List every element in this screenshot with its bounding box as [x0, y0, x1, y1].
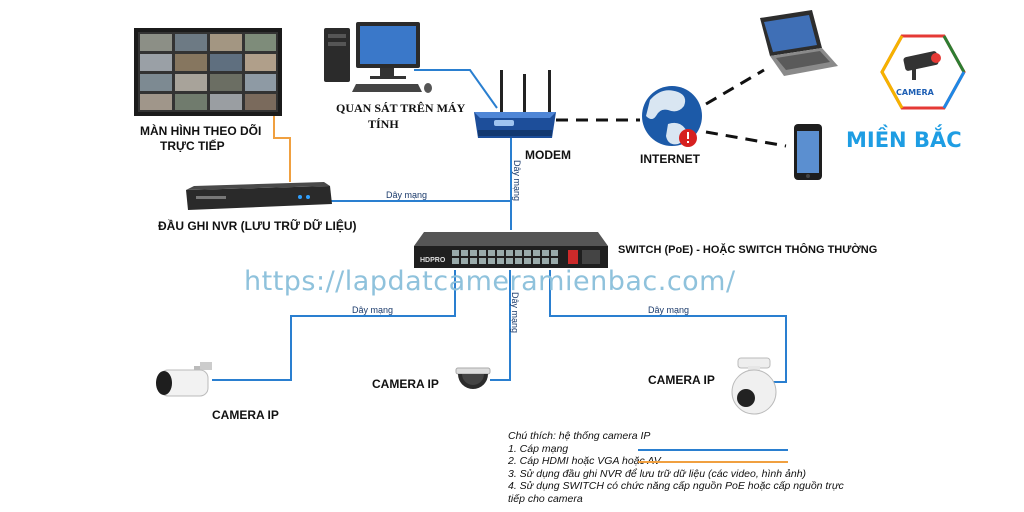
legend-item-network-cable: 1. Cáp mạng — [508, 443, 908, 456]
cable-label-modem-switch: Dây mạng — [512, 160, 522, 202]
network-cable-switch-right-camera — [549, 270, 787, 383]
hdmi-cable-monitor-nvr — [273, 112, 291, 182]
cable-label-switch-right: Dây mạng — [648, 305, 690, 315]
brand-name: MIỀN BẮC — [846, 128, 962, 152]
network-cable-switch-left-camera — [212, 270, 456, 381]
wireless-router — [474, 70, 556, 138]
laptop — [760, 10, 838, 76]
wireless-internet-phone — [705, 130, 787, 148]
camera-mien-bac-logo — [880, 34, 966, 110]
switch-ports — [452, 250, 558, 264]
switch-label: SWITCH (PoE) - HOẶC SWITCH THÔNG THƯỜNG — [618, 244, 878, 256]
internet-globe — [642, 86, 702, 147]
dome-camera — [455, 367, 491, 389]
pc-label-line1: QUAN SÁT TRÊN MÁY — [336, 101, 466, 115]
smartphone — [794, 124, 822, 180]
legend-item-2-text: 2. Cáp HDMI hoặc VGA hoặc AV — [508, 455, 661, 468]
legend-item-4-continued: tiếp cho camera — [508, 492, 583, 505]
website-watermark: https://lapdatcameramienbac.com/ — [244, 266, 736, 297]
monitor-label-line1: MÀN HÌNH THEO DÕI — [140, 124, 262, 138]
network-cable-switch-center-camera — [490, 270, 511, 381]
legend-item-1-text: 1. Cáp mạng — [508, 442, 569, 455]
switch-brand-text: HDPRO — [420, 257, 446, 264]
legend-title: Chú thích: hệ thống camera IP — [508, 430, 651, 442]
camera-center-label: CAMERA IP — [372, 377, 439, 391]
camera-feed-grid — [140, 34, 276, 110]
internet-label: INTERNET — [640, 152, 700, 166]
cable-label-switch-left: Dây mạng — [352, 305, 394, 315]
legend-line-blue — [638, 448, 788, 451]
modem-label: MODEM — [525, 148, 571, 162]
wireless-internet-laptop — [705, 68, 765, 106]
camera-left-label: CAMERA IP — [212, 408, 279, 422]
logo-icon-text: CAMERA — [896, 88, 934, 97]
desktop-computer — [324, 22, 432, 93]
poe-switch: HDPRO — [414, 232, 608, 268]
monitor-label-line2: TRỰC TIẾP — [160, 139, 225, 153]
legend-line-orange — [638, 461, 788, 464]
camera-right-label: CAMERA IP — [648, 373, 715, 387]
legend-item-4: 4. Sử dụng SWITCH có chức năng cấp nguồn… — [508, 480, 844, 493]
ptz-camera — [731, 357, 777, 415]
legend-item-hdmi-cable: 2. Cáp HDMI hoặc VGA hoặc AV — [508, 455, 908, 468]
nvr-recorder — [186, 182, 332, 210]
nvr-label: ĐẦU GHI NVR (LƯU TRỮ DỮ LIỆU) — [158, 219, 357, 233]
cables — [212, 68, 787, 383]
bullet-camera — [156, 362, 212, 397]
pc-label: QUAN SÁT TRÊN MÁY TÍNH — [336, 100, 465, 132]
monitor-wall — [134, 28, 282, 116]
network-cable-pc-modem — [414, 69, 498, 109]
cable-label-switch-center: Dây mạng — [510, 292, 520, 334]
monitor-label: MÀN HÌNH THEO DÕI TRỰC TIẾP — [140, 124, 261, 154]
legend-item-3: 3. Sử dụng đầu ghi NVR để lưu trữ dữ liệ… — [508, 467, 807, 480]
legend: Chú thích: hệ thống camera IP 1. Cáp mạn… — [508, 430, 908, 506]
cable-label-nvr-switch: Dây mạng — [386, 190, 428, 200]
pc-label-line2: TÍNH — [368, 117, 399, 131]
